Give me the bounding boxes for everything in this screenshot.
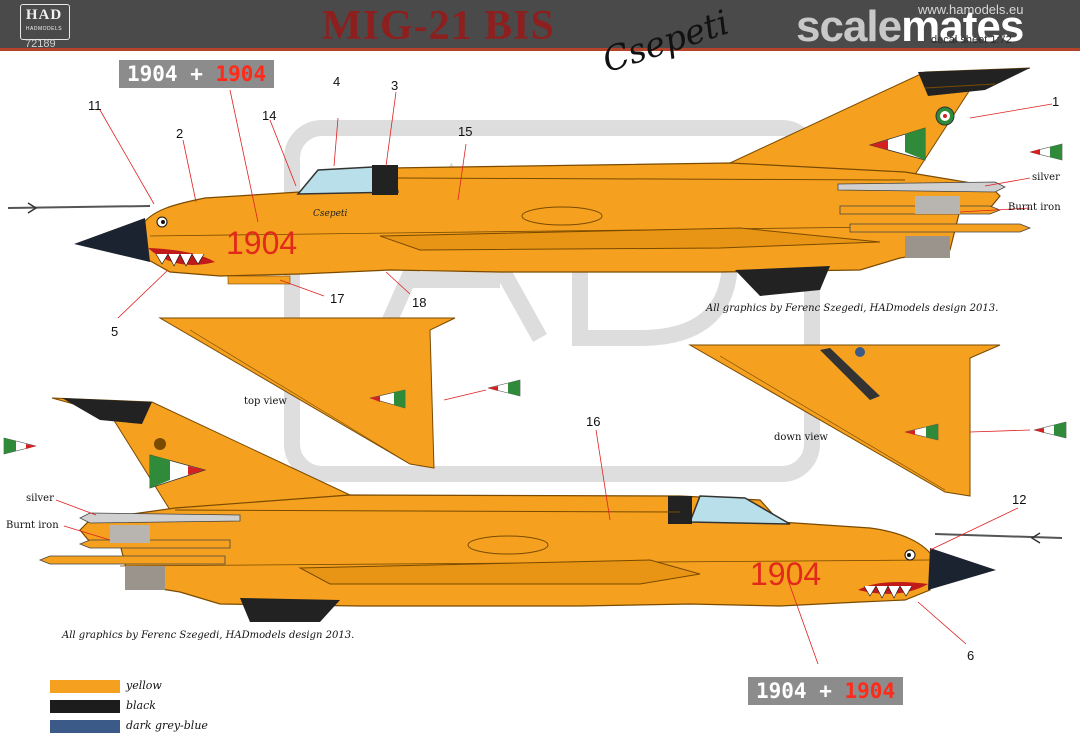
callout-18: 18 (412, 295, 427, 310)
callout-1: 1 (1052, 94, 1060, 109)
serial-red: 1904 (215, 62, 267, 86)
had-logo: HAD (25, 7, 63, 23)
serial-red: 1904 (844, 679, 896, 703)
sheet-scale-note: decal sheet 1:72 (931, 34, 1012, 46)
callout-2: 2 (176, 126, 184, 141)
had-logo-frame (20, 4, 70, 40)
bottom-nose-number: 1904 (750, 556, 821, 592)
callout-12: 12 (1012, 492, 1027, 507)
scalemates-watermark: scalemates (796, 2, 1024, 52)
note-down-view: down view (774, 432, 828, 443)
callout-5: 5 (111, 324, 119, 339)
credit-top: All graphics by Ferenc Szegedi, HADmodel… (706, 303, 999, 314)
national-chevron-left (3, 437, 37, 455)
serial-plus: + (177, 62, 216, 86)
serial-plus: + (806, 679, 845, 703)
legend-item-black: black (46, 698, 246, 716)
note-silver-top: silver (1032, 172, 1060, 183)
legend-item-yellow: yellow (46, 678, 246, 696)
callout-leaders (55, 89, 1053, 665)
note-top-view: top view (244, 396, 287, 407)
serial-number-box-bottom: 1904 + 1904 (748, 677, 904, 705)
page-title: MIG-21 BIS (322, 3, 555, 49)
callout-14: 14 (262, 108, 277, 123)
serial-white: 1904 (127, 62, 178, 86)
header-rule (0, 48, 1080, 51)
callout-15: 15 (458, 124, 473, 139)
national-chevron-right (1033, 421, 1067, 439)
national-chevron-mid (487, 379, 521, 397)
aircraft-side-view-top: 1904 Csepeti (7, 67, 1032, 296)
callout-17: 17 (330, 291, 345, 306)
serial-number-box-top: 1904 + 1904 (119, 60, 275, 88)
swatch-dark-grey-blue (50, 720, 120, 733)
top-nose-nickname: Csepeti (313, 209, 348, 219)
header-bar (0, 0, 1080, 48)
callout-16: 16 (586, 414, 601, 429)
brand-scale: scale (796, 2, 902, 51)
national-chevron-top-right (1029, 143, 1063, 161)
callout-4: 4 (333, 74, 341, 89)
had-logo-subtitle: HADMODELS (25, 26, 63, 32)
legend-label: black (126, 699, 156, 712)
website-url[interactable]: www.hamodels.eu (918, 2, 1024, 17)
callout-6: 6 (967, 648, 975, 663)
callout-11: 11 (88, 98, 102, 113)
product-code: 72189 (25, 38, 56, 50)
credit-bottom: All graphics by Ferenc Szegedi, HADmodel… (62, 630, 355, 641)
serial-white: 1904 (756, 679, 807, 703)
note-silver-bottom: silver (26, 493, 54, 504)
swatch-black (50, 700, 120, 713)
wing-top-view (158, 317, 456, 469)
legend-label: dark grey-blue (126, 719, 208, 732)
aircraft-side-view-bottom: 1904 (38, 397, 1063, 622)
legend-item-dark-grey-blue: dark grey-blue (46, 718, 246, 736)
note-burnt-iron-top: Burnt iron (1008, 202, 1061, 213)
brand-mates: mates (901, 2, 1024, 51)
callout-3: 3 (391, 78, 399, 93)
wing-down-view (688, 344, 1001, 497)
swatch-yellow (50, 680, 120, 693)
note-burnt-iron-bottom: Burnt iron (6, 520, 59, 531)
top-nose-number: 1904 (226, 225, 297, 261)
legend-label: yellow (126, 679, 162, 692)
